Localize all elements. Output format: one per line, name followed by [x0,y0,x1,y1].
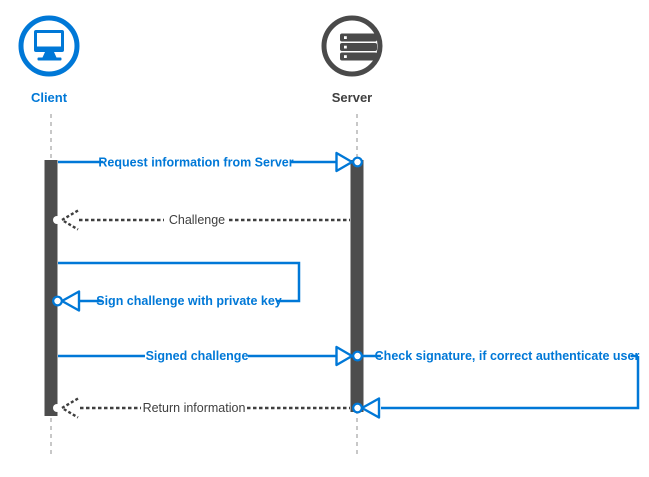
dashed-arrowhead-left-icon [59,397,79,419]
endpoint-circle-icon [352,156,363,168]
message-challenge: Challenge [53,209,350,231]
endpoint-circle-icon [52,295,63,307]
endpoint-circle-icon [352,402,363,414]
message-check: Check signature, if correct authenticate… [352,349,640,419]
message-signed: Signed challenge [58,345,354,367]
client-activation-bar [44,160,58,416]
message-return: Return information [53,397,350,419]
endpoint-circle-icon [53,216,61,224]
arrowhead-left-icon [360,397,381,419]
message-return-label: Return information [143,401,246,415]
message-challenge-label: Challenge [169,213,225,227]
arrowhead-right-icon [335,151,354,173]
message-request-label: Request information from Server [98,156,293,170]
client-actor-label: Client [31,90,68,105]
message-check-label: Check signature, if correct authenticate… [375,349,640,363]
message-signed-label: Signed challenge [146,349,249,363]
server-activation-bar [350,160,364,412]
dashed-arrowhead-left-icon [59,209,79,231]
arrowhead-left-icon [60,290,81,312]
server-actor: Server [321,15,383,105]
server-actor-label: Server [332,90,372,105]
arrowhead-right-icon [335,345,354,367]
message-sign-loop [58,261,301,303]
client-actor: Client [18,15,80,105]
message-check-loop [381,356,640,410]
endpoint-circle-icon [352,350,363,362]
monitor-icon [34,30,64,61]
message-sign: Sign challenge with private key [52,261,301,312]
endpoint-circle-icon [53,404,61,412]
message-sign-label: Sign challenge with private key [96,294,282,308]
server-stack-icon [340,33,377,61]
message-request: Request information from Server [58,151,363,173]
